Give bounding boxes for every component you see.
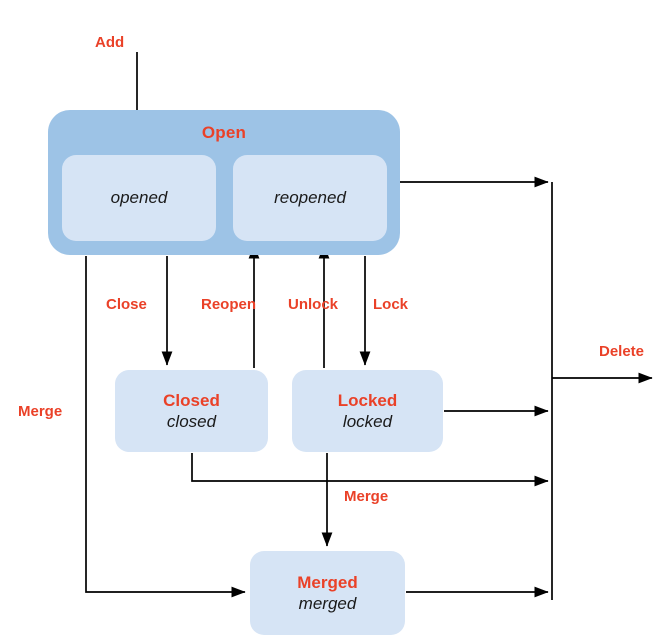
state-merged-value: merged (298, 594, 357, 613)
transition-label-close: Close (106, 296, 147, 313)
state-merged[interactable]: Merged merged (250, 551, 405, 635)
state-merged-label: Merged (297, 573, 358, 592)
state-closed[interactable]: Closed closed (115, 370, 268, 452)
state-reopened[interactable]: reopened (233, 155, 387, 241)
state-opened[interactable]: opened (62, 155, 216, 241)
transition-label-add: Add (95, 34, 125, 51)
transition-label-merge-left: Merge (18, 403, 63, 420)
state-closed-value: closed (166, 412, 217, 431)
state-locked-label: Locked (337, 391, 398, 410)
state-locked[interactable]: Locked locked (292, 370, 443, 452)
transition-label-unlock: Unlock (288, 296, 339, 313)
transition-label-delete: Delete (599, 343, 645, 360)
state-reopened-value: reopened (274, 188, 346, 207)
state-locked-value: locked (342, 412, 393, 431)
edge-delete-from-closed (191, 453, 549, 487)
state-closed-label: Closed (163, 391, 220, 410)
state-opened-value: opened (110, 188, 168, 207)
transition-label-merge-center: Merge (344, 488, 389, 505)
composite-state-open-label: Open (201, 123, 247, 142)
transition-label-reopen: Reopen (201, 296, 257, 313)
transition-label-lock: Lock (373, 296, 409, 313)
